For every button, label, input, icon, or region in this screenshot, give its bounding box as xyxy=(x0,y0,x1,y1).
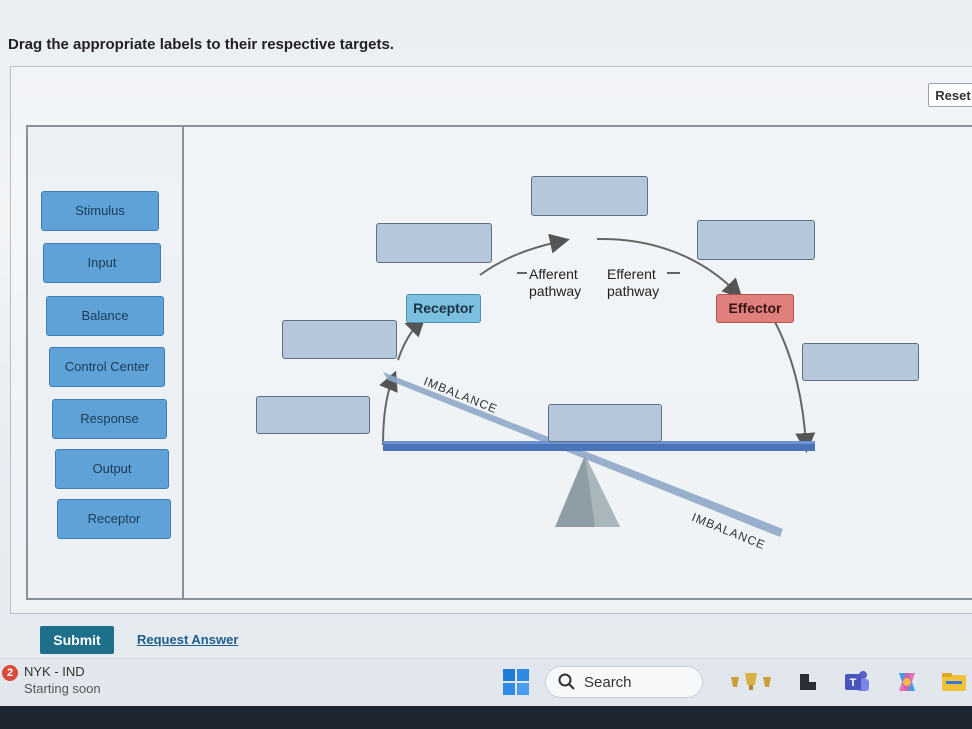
target-lower-left[interactable] xyxy=(256,396,370,434)
label-response[interactable]: Response xyxy=(52,399,167,439)
target-mid-left[interactable] xyxy=(282,320,397,359)
windows-start-icon[interactable] xyxy=(503,669,529,695)
afferent-pathway-label: Afferent pathway xyxy=(529,266,582,299)
target-top-center[interactable] xyxy=(531,176,648,216)
search-label: Search xyxy=(584,674,632,691)
target-mid-right[interactable] xyxy=(802,343,919,381)
label-stimulus[interactable]: Stimulus xyxy=(41,191,159,231)
app-icon-dark[interactable] xyxy=(797,669,819,695)
reset-button[interactable]: Reset xyxy=(928,83,972,107)
screen-bezel xyxy=(0,706,972,729)
target-top-left[interactable] xyxy=(376,223,492,263)
widget-subtitle: Starting soon xyxy=(24,681,101,696)
instruction-text: Drag the appropriate labels to their res… xyxy=(8,36,394,53)
copilot-icon[interactable] xyxy=(893,669,921,695)
taskbar-search[interactable]: Search xyxy=(545,666,703,698)
efferent-pathway-label: Efferent pathway xyxy=(607,266,660,299)
label-receptor[interactable]: Receptor xyxy=(57,499,171,539)
submit-button[interactable]: Submit xyxy=(40,626,114,654)
svg-text:T: T xyxy=(850,677,857,689)
request-answer-link[interactable]: Request Answer xyxy=(137,632,239,647)
widget-title[interactable]: NYK - IND xyxy=(24,664,85,679)
label-input[interactable]: Input xyxy=(43,243,161,283)
label-output[interactable]: Output xyxy=(55,449,169,489)
label-control-center[interactable]: Control Center xyxy=(49,347,165,387)
target-center[interactable] xyxy=(548,404,662,442)
receptor-tag: Receptor xyxy=(406,294,481,323)
taskbar: 2 NYK - IND Starting soon Search T xyxy=(0,658,972,706)
effector-tag: Effector xyxy=(716,294,794,323)
teams-icon[interactable]: T xyxy=(843,669,871,695)
file-explorer-icon[interactable] xyxy=(940,669,968,695)
trophy-widget-icon[interactable] xyxy=(727,669,775,695)
label-balance[interactable]: Balance xyxy=(46,296,164,336)
target-top-right[interactable] xyxy=(697,220,815,260)
notification-badge: 2 xyxy=(2,665,18,681)
search-icon xyxy=(558,673,575,690)
